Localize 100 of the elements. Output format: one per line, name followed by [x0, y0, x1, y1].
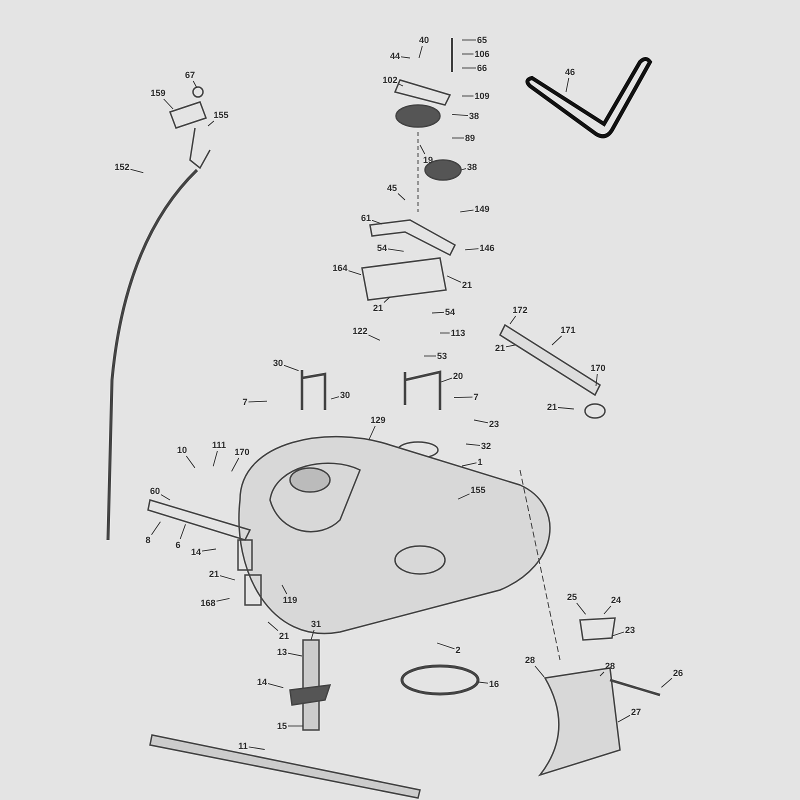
- leader-line: [288, 652, 302, 656]
- leader-line: [460, 210, 474, 212]
- leader-line: [660, 678, 672, 688]
- leader-line: [446, 275, 462, 283]
- leader-line: [618, 714, 630, 722]
- callout-number: 14: [191, 547, 201, 557]
- leader-line: [596, 374, 598, 386]
- leader-line: [151, 521, 161, 536]
- callout-number: 54: [445, 307, 455, 317]
- callout-number: 170: [234, 447, 250, 457]
- callout-number: 6: [176, 540, 180, 550]
- callout-number: 129: [370, 415, 386, 425]
- leader-line: [268, 683, 284, 688]
- leader-line: [368, 426, 376, 440]
- leader-line: [460, 168, 466, 170]
- callout-number: 10: [177, 445, 187, 455]
- callout-number: 61: [361, 213, 371, 223]
- leader-line: [510, 316, 516, 324]
- leader-line: [208, 120, 214, 126]
- leader-line: [558, 407, 574, 410]
- callout-number: 111: [212, 440, 226, 450]
- leader-line: [478, 682, 488, 684]
- leader-line: [212, 450, 218, 467]
- leader-line: [231, 458, 240, 472]
- leader-line: [130, 168, 144, 174]
- leader-line: [604, 606, 612, 614]
- callout-number: 31: [311, 619, 321, 629]
- leader-line: [282, 584, 288, 594]
- leader-line: [474, 420, 488, 424]
- callout-number: 23: [625, 625, 635, 635]
- leader-line: [458, 493, 470, 500]
- leader-line: [186, 456, 196, 468]
- leader-line: [454, 396, 473, 398]
- callout-number: 60: [150, 486, 160, 496]
- callout-number: 16: [489, 679, 499, 689]
- leader-line: [400, 56, 410, 58]
- leader-line: [384, 296, 390, 303]
- callout-number: 24: [611, 595, 621, 605]
- leader-line: [612, 632, 624, 636]
- leader-line: [420, 144, 426, 154]
- leader-line: [398, 193, 406, 200]
- callout-number: 109: [474, 91, 490, 101]
- callout-number: 171: [560, 325, 576, 335]
- callout-number: 146: [479, 243, 495, 253]
- callout-number: 46: [565, 67, 575, 77]
- callout-number: 54: [377, 243, 387, 253]
- leader-line: [180, 524, 186, 540]
- leader-line: [388, 248, 404, 252]
- callout-number: 53: [437, 351, 447, 361]
- callout-number: 8: [146, 535, 150, 545]
- leader-line: [268, 622, 278, 632]
- callout-number: 23: [489, 419, 499, 429]
- callout-number: 38: [467, 162, 477, 172]
- callout-number: 21: [373, 303, 383, 313]
- callout-number: 27: [631, 707, 641, 717]
- leader-line: [464, 248, 479, 250]
- leader-line: [160, 494, 170, 500]
- leader-line: [348, 270, 362, 276]
- callout-number: 168: [200, 598, 216, 608]
- callout-number: 21: [209, 569, 219, 579]
- callout-number: 159: [150, 88, 166, 98]
- callout-number: 28: [605, 661, 615, 671]
- callout-number: 45: [387, 183, 397, 193]
- leader-line: [248, 746, 266, 750]
- callout-number: 155: [213, 110, 229, 120]
- callout-number: 30: [340, 390, 350, 400]
- leader-line: [216, 598, 230, 602]
- callout-number: 19: [423, 155, 433, 165]
- callout-number: 21: [547, 402, 557, 412]
- leader-line: [220, 575, 236, 580]
- callout-number: 44: [390, 51, 400, 61]
- leader-line: [330, 396, 340, 400]
- callout-number: 11: [238, 741, 248, 751]
- callout-number: 155: [470, 485, 486, 495]
- callout-number: 25: [567, 592, 577, 602]
- callout-number: 164: [332, 263, 348, 273]
- callout-number: 13: [277, 647, 287, 657]
- callout-number: 30: [273, 358, 283, 368]
- leader-line: [432, 312, 444, 314]
- leader-line: [163, 98, 174, 110]
- callout-number: 65: [477, 35, 487, 45]
- leader-line: [576, 602, 586, 615]
- leader-line: [440, 332, 450, 334]
- callout-number: 152: [114, 162, 130, 172]
- callout-number: 40: [419, 35, 429, 45]
- callout-number: 113: [450, 328, 466, 338]
- leader-line: [368, 334, 380, 341]
- leader-line: [284, 364, 300, 372]
- leader-line: [372, 220, 382, 224]
- leader-line: [600, 672, 604, 676]
- callout-number: 7: [242, 397, 248, 407]
- leader-line: [248, 400, 268, 402]
- callout-number: 14: [257, 677, 267, 687]
- callout-number: 66: [477, 63, 487, 73]
- callout-number: 26: [673, 668, 683, 678]
- callout-number: 15: [277, 721, 287, 731]
- callout-number: 89: [465, 133, 475, 143]
- callout-number: 149: [474, 204, 490, 214]
- callout-number: 21: [279, 631, 289, 641]
- leader-line: [462, 462, 477, 466]
